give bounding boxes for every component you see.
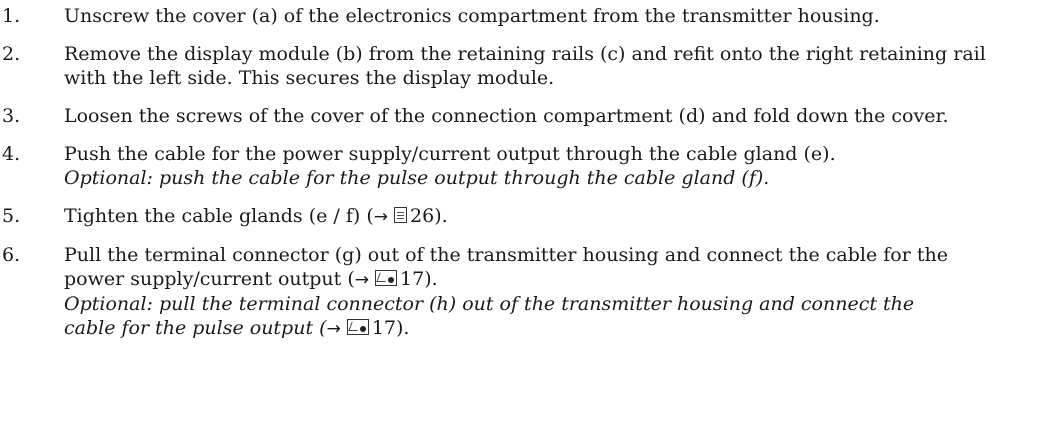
step-6: 6. Pull the terminal connector (g) out o… — [0, 243, 1045, 341]
figure-reference-number[interactable]: 17 — [400, 268, 425, 290]
step-5: 5. Tighten the cable glands (e / f) (→ 26… — [0, 204, 1045, 229]
optional-text-after-ref: ). — [396, 317, 410, 339]
step-text-line-2: with the left side. This secures the dis… — [64, 67, 555, 89]
step-4: 4. Push the cable for the power supply/c… — [0, 142, 1045, 190]
step-text: Tighten the cable glands (e / f) (→ 26). — [64, 204, 1045, 229]
arrow-right-icon: → — [354, 270, 370, 290]
step-number: 5. — [2, 205, 21, 227]
arrow-right-icon: → — [326, 319, 341, 339]
step-text: Unscrew the cover (a) of the electronics… — [64, 5, 880, 27]
step-text: Loosen the screws of the cover of the co… — [64, 105, 949, 127]
step-3: 3. Loosen the screws of the cover of the… — [0, 104, 1045, 128]
step-text-line-1: Remove the display module (b) from the r… — [64, 43, 986, 65]
page-reference-number[interactable]: 26 — [410, 205, 435, 227]
step-number: 3. — [2, 105, 21, 127]
step-optional-note: Optional: push the cable for the pulse o… — [64, 167, 770, 189]
page-reference-icon — [394, 207, 407, 223]
step-text-line-1: Pull the terminal connector (g) out of t… — [64, 244, 948, 266]
instruction-steps: 1. Unscrew the cover (a) of the electron… — [0, 0, 1045, 341]
figure-reference-icon — [375, 270, 398, 286]
arrow-right-icon: → — [373, 207, 388, 227]
figure-reference-number[interactable]: 17 — [371, 317, 396, 339]
step-text-before-ref: power supply/current output ( — [64, 268, 355, 290]
step-text-after-ref: ). — [424, 268, 438, 290]
step-1: 1. Unscrew the cover (a) of the electron… — [0, 4, 1045, 28]
step-number: 2. — [2, 43, 21, 65]
step-optional-note-line-1: Optional: pull the terminal connector (h… — [64, 293, 915, 315]
figure-reference-icon — [346, 319, 369, 335]
step-2: 2. Remove the display module (b) from th… — [0, 42, 1045, 90]
optional-text-before-ref: cable for the pulse output ( — [64, 317, 327, 339]
step-number: 6. — [2, 244, 21, 266]
step-number: 1. — [2, 5, 21, 27]
step-number: 4. — [2, 143, 21, 165]
step-optional-note-line-2: cable for the pulse output (→ 17). — [64, 316, 1045, 341]
step-text-line-2: power supply/current output (→ 17). — [64, 267, 1045, 292]
step-text-before-ref: Tighten the cable glands (e / f) ( — [64, 205, 374, 227]
step-text: Push the cable for the power supply/curr… — [64, 143, 836, 165]
step-text-after-ref: ). — [434, 205, 448, 227]
